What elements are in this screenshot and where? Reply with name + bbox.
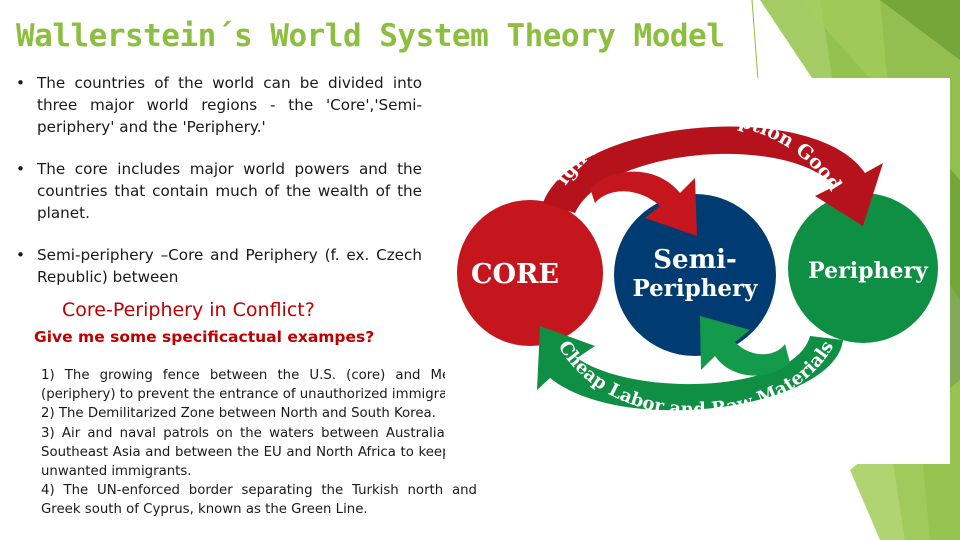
bottom-arrow-band: [537, 326, 843, 411]
bullet-dot-icon: •: [16, 160, 25, 178]
top-arrow-band: [543, 126, 883, 226]
example-item: 3) Air and naval patrols on the waters b…: [41, 425, 477, 480]
example-item: 1) The growing fence between the U.S. (c…: [41, 368, 477, 403]
bullet-dot-icon: •: [16, 246, 25, 264]
bullet-item: •The core includes major world powers an…: [16, 160, 422, 222]
bullet-list: •The countries of the world can be divid…: [16, 72, 422, 308]
core-label: CORE: [471, 259, 559, 290]
semi-label-line2: Periphery: [632, 275, 758, 302]
example-item: 2) The Demilitarized Zone between North …: [41, 406, 436, 422]
bullet-dot-icon: •: [16, 74, 25, 92]
bullet-item: •The countries of the world can be divid…: [16, 74, 422, 136]
inner-green-arrow: [700, 316, 790, 376]
bullet-item: •Semi-periphery –Core and Periphery (f. …: [16, 246, 422, 286]
example-item: 4) The UN-enforced border separating the…: [41, 483, 477, 518]
examples-list: 1) The growing fence between the U.S. (c…: [41, 366, 477, 520]
semi-periphery-circle: [614, 194, 776, 356]
page-title: Wallerstein´s World System Theory Model: [16, 18, 725, 54]
semi-label-line1: Semi-: [653, 245, 737, 275]
periphery-label: Periphery: [808, 258, 929, 284]
inner-red-arrow: [590, 171, 697, 236]
core-circle: [457, 200, 603, 346]
examples-heading: Give me some specificactual exampes?: [34, 328, 375, 346]
world-system-diagram: High Profit Consumption Goods Cheap Labo…: [445, 78, 950, 464]
periphery-circle: [788, 193, 938, 343]
conflict-heading: Core-Periphery in Conflict?: [62, 299, 315, 321]
